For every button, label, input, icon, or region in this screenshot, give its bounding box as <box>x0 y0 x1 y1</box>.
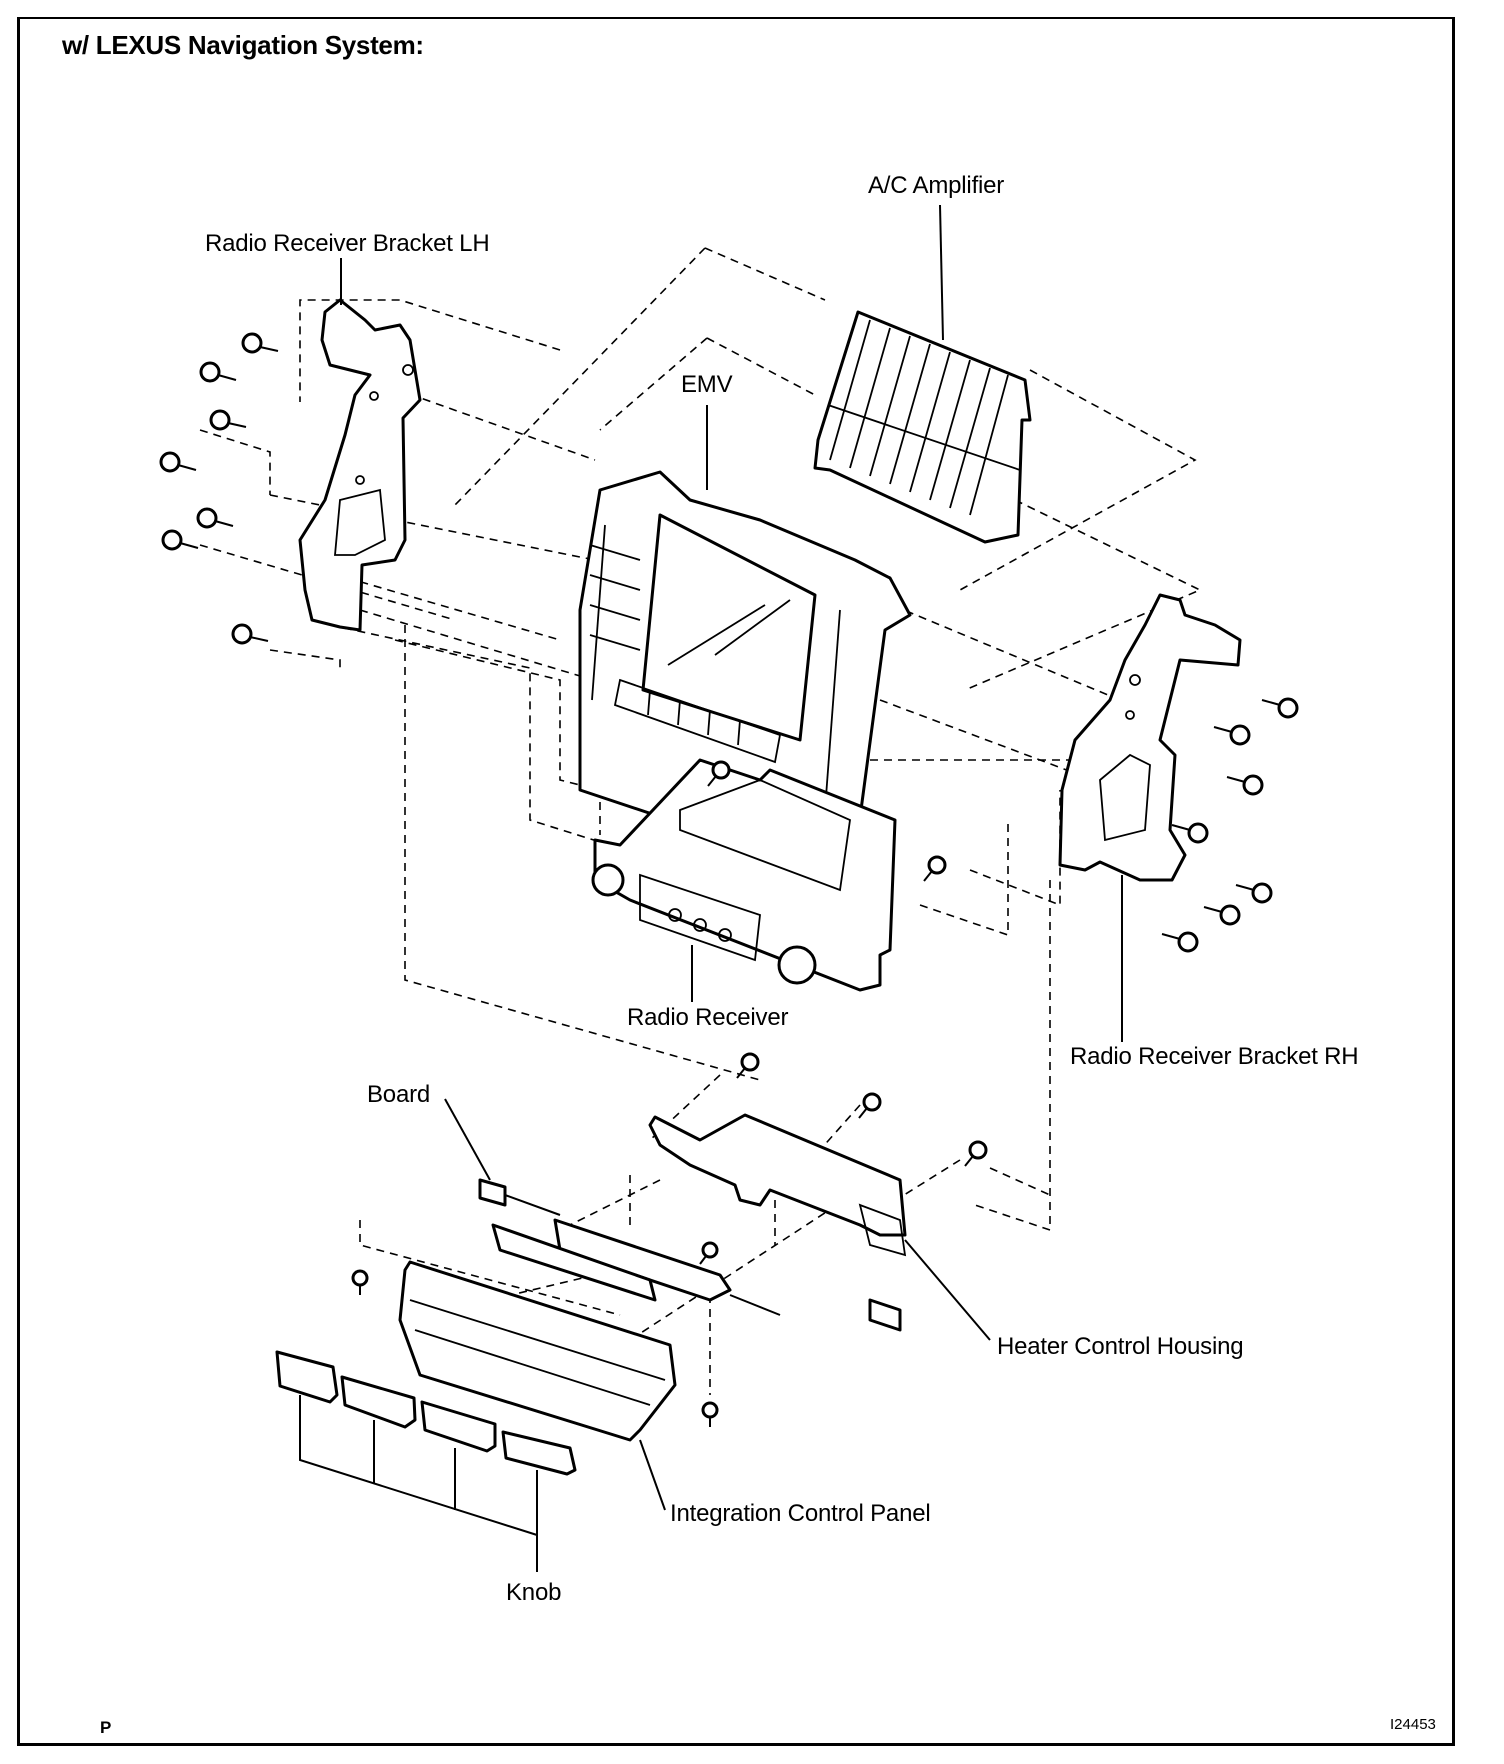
heater-control-housing-part <box>648 1113 907 1257</box>
radio-receiver-bracket-rh-part <box>1058 593 1242 882</box>
leader-lines <box>299 204 1123 1572</box>
leader-knob-1 <box>299 1395 538 1536</box>
emv-part <box>578 470 912 872</box>
integration-control-panel-part <box>398 1260 677 1442</box>
leader-board <box>444 1098 491 1181</box>
label-radio-receiver-bracket-rh: Radio Receiver Bracket RH <box>1070 1043 1359 1070</box>
footer-left-mark: P <box>100 1718 112 1737</box>
screw-icons-center <box>351 760 988 1427</box>
label-radio-receiver-bracket-lh: Radio Receiver Bracket LH <box>205 230 490 257</box>
bolt-icons-lh <box>159 332 279 645</box>
leader-integration-control-panel <box>639 1439 666 1511</box>
label-knob: Knob <box>506 1579 562 1606</box>
board-part <box>478 1178 902 1332</box>
radio-receiver-bracket-lh-part <box>298 298 422 632</box>
bolt-icons-rh <box>1161 697 1299 953</box>
label-heater-control-housing: Heater Control Housing <box>997 1333 1244 1360</box>
label-ac-amplifier: A/C Amplifier <box>868 172 1005 199</box>
ac-amplifier-part <box>813 310 1032 544</box>
label-board: Board <box>367 1081 431 1108</box>
knob-parts <box>275 1350 577 1476</box>
label-emv: EMV <box>681 371 733 398</box>
figure-id: I24453 <box>1390 1716 1436 1733</box>
label-integration-control-panel: Integration Control Panel <box>670 1500 931 1527</box>
label-radio-receiver: Radio Receiver <box>627 1004 789 1031</box>
leader-ac-amplifier <box>939 204 944 341</box>
diagram-frame <box>17 17 1455 1746</box>
diagram-title: w/ LEXUS Navigation System: <box>62 30 424 60</box>
leader-heater-control-housing <box>904 1239 991 1341</box>
radio-receiver-part <box>591 758 897 992</box>
